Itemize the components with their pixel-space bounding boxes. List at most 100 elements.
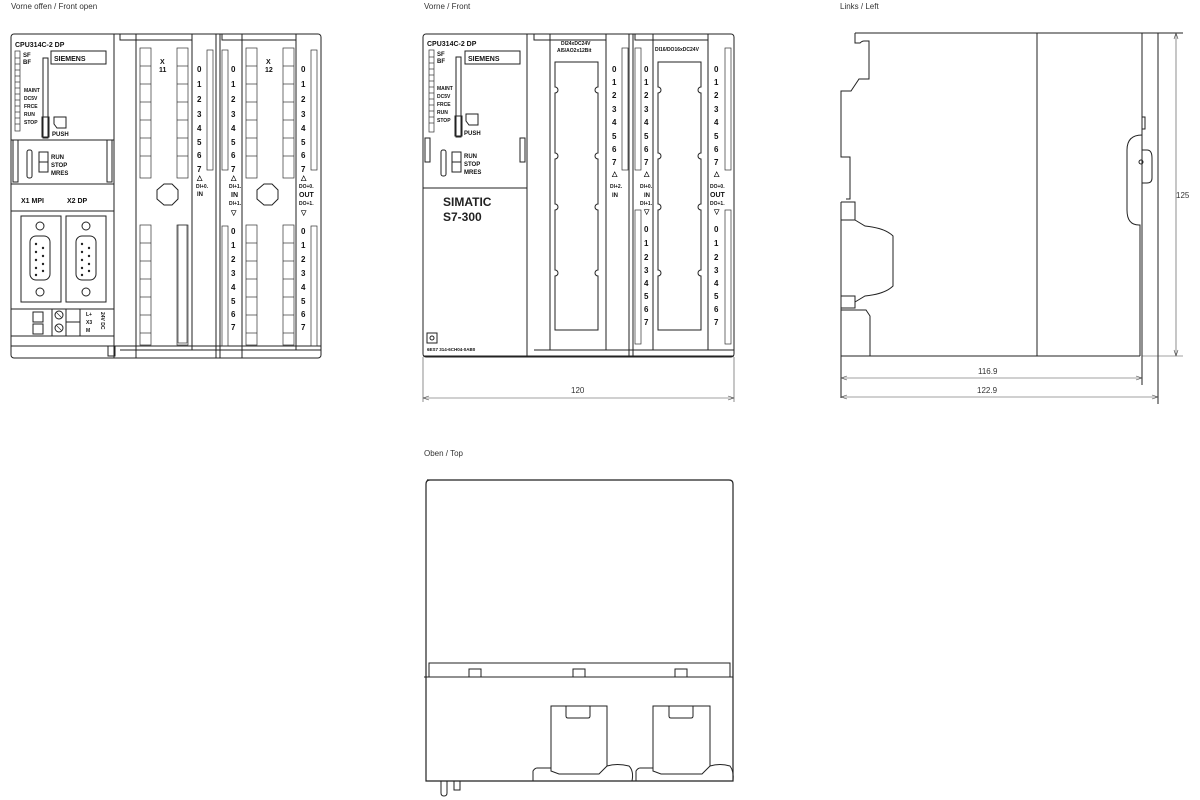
svg-text:3: 3 bbox=[714, 105, 719, 114]
svg-text:OUT: OUT bbox=[710, 192, 726, 199]
svg-text:DI+0.: DI+0. bbox=[640, 184, 653, 190]
svg-text:2: 2 bbox=[714, 91, 719, 100]
svg-text:0: 0 bbox=[612, 65, 617, 74]
svg-text:0: 0 bbox=[197, 65, 202, 74]
eject-icon[interactable] bbox=[53, 116, 67, 129]
rail-hook-profile bbox=[840, 33, 870, 200]
svg-text:0: 0 bbox=[301, 65, 306, 74]
dimension-116-9: 116.9 bbox=[978, 367, 998, 376]
svg-text:7: 7 bbox=[714, 158, 719, 167]
port-x2-dp[interactable] bbox=[65, 215, 107, 303]
svg-text:1: 1 bbox=[197, 80, 202, 89]
order-number: 6ES7 314-6CH04-0AB0 bbox=[427, 347, 476, 352]
front-connector-x12[interactable]: X 12 bbox=[245, 47, 295, 346]
mode-mres-label: MRES bbox=[51, 171, 68, 177]
svg-text:0: 0 bbox=[231, 65, 236, 74]
port-x1-mpi[interactable] bbox=[20, 215, 62, 303]
front-open-view: CPU314C-2 DP SIEMENS SF BF MAINT DC5V FR… bbox=[10, 33, 322, 359]
led-maint-label-front: MAINT bbox=[437, 86, 453, 92]
mmc-card[interactable] bbox=[41, 116, 50, 138]
svg-text:7: 7 bbox=[714, 318, 719, 327]
svg-text:△: △ bbox=[643, 171, 650, 178]
front-open-outline bbox=[10, 33, 322, 359]
svg-text:7: 7 bbox=[612, 158, 617, 167]
module2-label: DI16/DO16xDC24V bbox=[655, 47, 700, 53]
svg-text:▽: ▽ bbox=[230, 210, 237, 217]
siemens-logo-front: SIEMENS bbox=[468, 56, 500, 63]
led-bf-label-front: BF bbox=[437, 59, 445, 65]
do-block-channels-open: 0 1 2 3 4 5 6 7 △ DO+0. OUT DO+1. ▽ 0 1 … bbox=[299, 65, 315, 332]
svg-text:5: 5 bbox=[231, 138, 236, 147]
svg-text:2: 2 bbox=[644, 253, 649, 262]
s7-300-label: S7-300 bbox=[443, 210, 482, 224]
connector-screw-x12 bbox=[256, 183, 279, 206]
top-connector-2 bbox=[635, 705, 734, 782]
rail-latch[interactable] bbox=[854, 219, 894, 303]
svg-text:OUT: OUT bbox=[299, 192, 315, 199]
svg-text:6: 6 bbox=[714, 305, 719, 314]
svg-text:1: 1 bbox=[301, 80, 306, 89]
led-dc5v-label-front: DC5V bbox=[437, 94, 451, 100]
ground-pin-2 bbox=[453, 780, 461, 791]
di-block1-channels-front: 0 1 2 3 4 5 6 7 △ DI+2. IN bbox=[610, 65, 623, 199]
left-view: 125 116.9 122.9 bbox=[840, 32, 1190, 404]
svg-text:3: 3 bbox=[714, 266, 719, 275]
cpu-panel-open: CPU314C-2 DP SIEMENS SF BF MAINT DC5V FR… bbox=[11, 34, 116, 358]
dimension-left-depth: 116.9 122.9 bbox=[840, 367, 1159, 400]
svg-text:5: 5 bbox=[644, 132, 649, 141]
siemens-logo-box bbox=[50, 50, 107, 65]
eject-icon-front[interactable] bbox=[465, 113, 479, 126]
view-title-left: Links / Left bbox=[840, 2, 879, 11]
led-frce-label: FRCE bbox=[24, 104, 38, 110]
top-outline bbox=[425, 479, 734, 782]
mode-stop-label-front: STOP bbox=[464, 162, 480, 168]
dimension-left-height: 125 bbox=[1142, 32, 1190, 357]
siemens-logo-box-front bbox=[464, 50, 521, 65]
svg-text:7: 7 bbox=[644, 158, 649, 167]
svg-text:2: 2 bbox=[231, 255, 236, 264]
label-strip-module1[interactable] bbox=[554, 61, 599, 331]
svg-text:6: 6 bbox=[644, 145, 649, 154]
svg-text:3: 3 bbox=[231, 269, 236, 278]
svg-text:5: 5 bbox=[197, 138, 202, 147]
svg-text:DO+0.: DO+0. bbox=[710, 184, 725, 190]
svg-text:4: 4 bbox=[644, 118, 649, 127]
front-connector-x11[interactable]: X 11 bbox=[139, 47, 189, 346]
status-indicator bbox=[426, 332, 438, 344]
view-title-front-open: Vorne offen / Front open bbox=[11, 2, 98, 11]
power-terminal[interactable] bbox=[32, 309, 81, 336]
svg-text:0: 0 bbox=[301, 227, 306, 236]
svg-text:3: 3 bbox=[612, 105, 617, 114]
label-strip-module2[interactable] bbox=[657, 61, 702, 331]
module1-label-line2: AI5/AO2x12Bit bbox=[557, 48, 592, 54]
svg-text:6: 6 bbox=[231, 310, 236, 319]
di2-led-strip-top bbox=[221, 49, 229, 171]
push-label: PUSH bbox=[52, 132, 69, 138]
svg-text:DI+1.: DI+1. bbox=[229, 184, 242, 190]
mmc-slot bbox=[42, 57, 49, 139]
svg-text:▽: ▽ bbox=[300, 210, 307, 217]
svg-text:5: 5 bbox=[231, 297, 236, 306]
svg-text:1: 1 bbox=[644, 78, 649, 87]
svg-text:▽: ▽ bbox=[643, 209, 650, 216]
view-title-front: Vorne / Front bbox=[424, 2, 471, 11]
power-24v-label: 24V DC bbox=[99, 312, 105, 330]
led-frce-label-front: FRCE bbox=[437, 102, 451, 108]
svg-text:1: 1 bbox=[231, 241, 236, 250]
power-lplus-label: L+ bbox=[86, 312, 92, 318]
mmc-card-front[interactable] bbox=[454, 115, 463, 137]
svg-text:▽: ▽ bbox=[713, 209, 720, 216]
svg-text:6: 6 bbox=[231, 151, 236, 160]
svg-text:0: 0 bbox=[714, 225, 719, 234]
svg-text:4: 4 bbox=[301, 283, 306, 292]
svg-text:DI+2.: DI+2. bbox=[610, 184, 623, 190]
di-block2-channels-front: 0 1 2 3 4 5 6 7 △ DI+0. IN DI+1. ▽ 0 1 2… bbox=[640, 65, 653, 327]
led-run-label: RUN bbox=[24, 112, 35, 118]
svg-text:5: 5 bbox=[714, 132, 719, 141]
svg-text:7: 7 bbox=[644, 318, 649, 327]
svg-text:2: 2 bbox=[612, 91, 617, 100]
svg-text:△: △ bbox=[230, 175, 237, 182]
dimension-120: 120 bbox=[571, 386, 585, 395]
do-led-strip-top bbox=[310, 49, 318, 171]
svg-text:DI+1.: DI+1. bbox=[640, 201, 653, 207]
